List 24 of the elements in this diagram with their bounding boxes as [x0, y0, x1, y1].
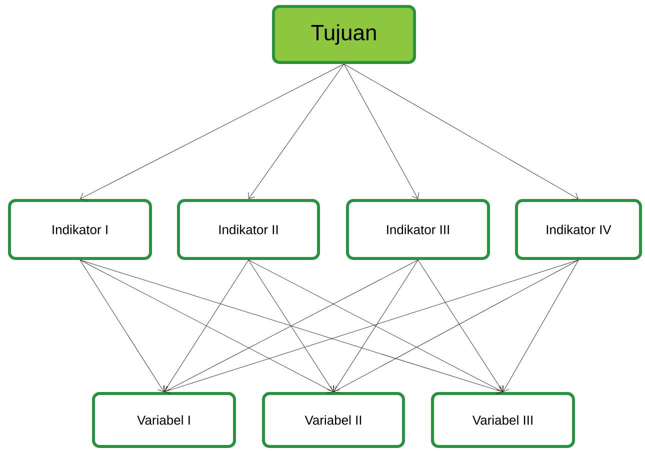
arrow — [80, 260, 503, 394]
arrow — [248, 64, 344, 199]
indicator-box: Indikator III — [346, 199, 490, 260]
arrow — [344, 64, 420, 199]
arrow — [164, 260, 418, 394]
variable-box: Variabel II — [262, 392, 405, 448]
arrow — [344, 64, 578, 200]
variable-box: Variabel III — [431, 392, 575, 448]
variable-box: Variabel I — [92, 392, 236, 448]
arrow — [502, 260, 579, 392]
goal-box: Tujuan — [272, 5, 416, 64]
arrow — [80, 260, 165, 392]
arrow — [163, 260, 249, 392]
arrow — [80, 260, 334, 394]
arrow — [248, 260, 503, 394]
arrow — [80, 64, 344, 200]
arrow — [334, 260, 579, 394]
indicator-box: Indikator IV — [515, 199, 642, 260]
indicator-box: Indikator II — [177, 199, 320, 260]
arrow — [332, 260, 418, 392]
arrow — [248, 260, 334, 392]
arrow — [164, 260, 579, 394]
arrow — [418, 260, 504, 392]
indicator-box: Indikator I — [8, 199, 152, 260]
